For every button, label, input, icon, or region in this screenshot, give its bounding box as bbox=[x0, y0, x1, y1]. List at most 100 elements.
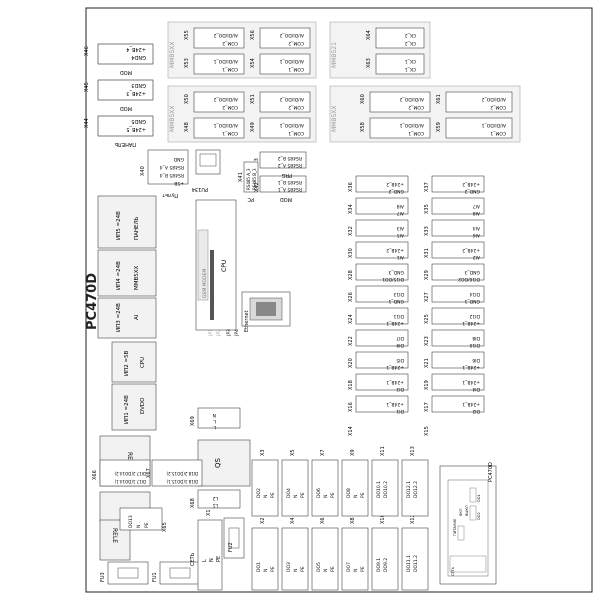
mmb3-label: MMB5XX bbox=[169, 105, 176, 132]
cpu-label: CPU bbox=[221, 260, 228, 272]
x44-row2: GND5 bbox=[131, 118, 146, 124]
x54-row2: AI/DI/DO_1 bbox=[280, 58, 304, 64]
x25-terminal[interactable] bbox=[431, 307, 485, 325]
x22-row1: DI9 bbox=[396, 342, 404, 348]
x26-terminal[interactable] bbox=[355, 285, 409, 303]
psu-dvdo-ref: ИП1 =24В bbox=[124, 395, 130, 424]
x60-ref: X60 bbox=[360, 94, 366, 104]
x4-terminal[interactable] bbox=[281, 527, 309, 591]
x64-row2: CK_2 bbox=[405, 32, 416, 38]
x31-terminal[interactable] bbox=[431, 241, 485, 259]
pu134-socket: PU134 bbox=[192, 149, 221, 192]
x12-terminal[interactable] bbox=[401, 527, 429, 591]
x9-terminal[interactable] bbox=[341, 459, 369, 517]
x6-terminal[interactable] bbox=[311, 527, 339, 591]
x25-row1: +24В_1 bbox=[462, 320, 480, 326]
x44-terminal[interactable] bbox=[97, 115, 154, 137]
x18-ref: X18 bbox=[348, 380, 354, 390]
x20-terminal[interactable] bbox=[355, 351, 409, 369]
x69-terminal[interactable] bbox=[197, 407, 241, 429]
x64-ref: X64 bbox=[366, 30, 372, 40]
x41-terminal[interactable] bbox=[243, 161, 259, 193]
psu-panel bbox=[97, 195, 157, 249]
x65-terminal[interactable] bbox=[119, 507, 163, 531]
x43-row2: RS485 B_2 bbox=[278, 155, 302, 161]
x32-row1: AI5 bbox=[397, 232, 404, 238]
x27-terminal[interactable] bbox=[431, 285, 485, 303]
x2-pin3: PE bbox=[270, 566, 276, 572]
x45-terminal[interactable] bbox=[97, 79, 154, 101]
qs-label: QS bbox=[214, 457, 222, 468]
x28-row1: DI15/DO1 bbox=[382, 276, 404, 282]
x46-terminal[interactable] bbox=[97, 43, 154, 65]
x28-terminal[interactable] bbox=[355, 263, 409, 281]
x56-ref: X56 bbox=[250, 30, 256, 40]
pult-row4: +5В bbox=[174, 180, 184, 186]
legend-text-6: DO2 bbox=[477, 512, 481, 520]
x24-terminal[interactable] bbox=[355, 307, 409, 325]
x2-pin2: N bbox=[263, 569, 269, 572]
x32-terminal[interactable] bbox=[355, 219, 409, 237]
x68-terminal[interactable] bbox=[197, 489, 241, 509]
x35-terminal[interactable] bbox=[431, 197, 485, 215]
x27-ref: X27 bbox=[424, 292, 430, 302]
x54-row1: COM_1 bbox=[288, 66, 304, 72]
x21-terminal[interactable] bbox=[431, 351, 485, 369]
x24-row2: DI11 bbox=[393, 313, 404, 319]
fu1-fuse[interactable]: FU1 bbox=[152, 561, 201, 585]
x8-terminal[interactable] bbox=[341, 527, 369, 591]
x29-terminal[interactable] bbox=[431, 263, 485, 281]
x8-pin1: DO7 bbox=[346, 562, 352, 572]
mmb-module-1: MMB5XX COM_2 AI/DI/DO_2 COM_2 AI/DI/DO_2… bbox=[167, 21, 317, 79]
x19-row1: DI4 bbox=[472, 386, 480, 392]
x19-terminal[interactable] bbox=[431, 373, 485, 391]
x67-terminal[interactable] bbox=[151, 459, 203, 487]
x23-terminal[interactable] bbox=[431, 329, 485, 347]
qs-breaker[interactable]: QS bbox=[197, 439, 251, 487]
x23-ref: X23 bbox=[424, 336, 430, 346]
x48-ref: X48 bbox=[184, 122, 190, 132]
x7-terminal[interactable] bbox=[311, 459, 339, 517]
x5-terminal[interactable] bbox=[281, 459, 309, 517]
x43-terminal[interactable] bbox=[259, 151, 307, 169]
x11-terminal[interactable] bbox=[371, 459, 399, 517]
x22-terminal[interactable] bbox=[355, 329, 409, 347]
fu2-fuse[interactable]: FU2 bbox=[223, 517, 245, 559]
x66-terminal[interactable] bbox=[99, 459, 151, 487]
mmb1-label: MMB5XX bbox=[169, 41, 176, 68]
x28-row2: GND_3 bbox=[388, 269, 404, 275]
pult-row3: RS485 B_4 bbox=[160, 172, 184, 178]
x5-pin3: PE bbox=[300, 492, 306, 498]
x17-terminal[interactable] bbox=[431, 395, 485, 413]
x1-terminal[interactable] bbox=[197, 519, 223, 591]
x34-terminal[interactable] bbox=[355, 197, 409, 215]
x9-pin1: DO8 bbox=[346, 488, 352, 498]
x16-terminal[interactable] bbox=[355, 395, 409, 413]
fu2-label: FU2 bbox=[228, 542, 234, 552]
psu-cpu bbox=[111, 341, 157, 383]
x21-row2: DI6 bbox=[472, 357, 480, 363]
x13-terminal[interactable] bbox=[401, 459, 429, 517]
ethernet-port[interactable]: Ethernet bbox=[241, 291, 291, 332]
x33-terminal[interactable] bbox=[431, 219, 485, 237]
x40-terminal[interactable] bbox=[147, 149, 189, 185]
x32-row2: AI3 bbox=[397, 225, 404, 231]
x27-row2: DI14 bbox=[469, 291, 480, 297]
x13-pin1: DO12.1 bbox=[406, 481, 412, 498]
x18-terminal[interactable] bbox=[355, 373, 409, 391]
x46-ref: X46 bbox=[84, 46, 90, 56]
x30-terminal[interactable] bbox=[355, 241, 409, 259]
x48-row1: COM_1 bbox=[222, 130, 238, 136]
fu3-fuse[interactable]: FU3 bbox=[100, 561, 149, 585]
x36-terminal[interactable] bbox=[355, 175, 409, 193]
x46-row2: +24В_4 bbox=[126, 46, 146, 52]
x3-terminal[interactable] bbox=[251, 459, 279, 517]
x65-row1: DO13 bbox=[128, 515, 134, 528]
x10-terminal[interactable] bbox=[371, 527, 399, 591]
x42-terminal[interactable] bbox=[259, 175, 307, 193]
x37-terminal[interactable] bbox=[431, 175, 485, 193]
x2-terminal[interactable] bbox=[251, 527, 279, 591]
